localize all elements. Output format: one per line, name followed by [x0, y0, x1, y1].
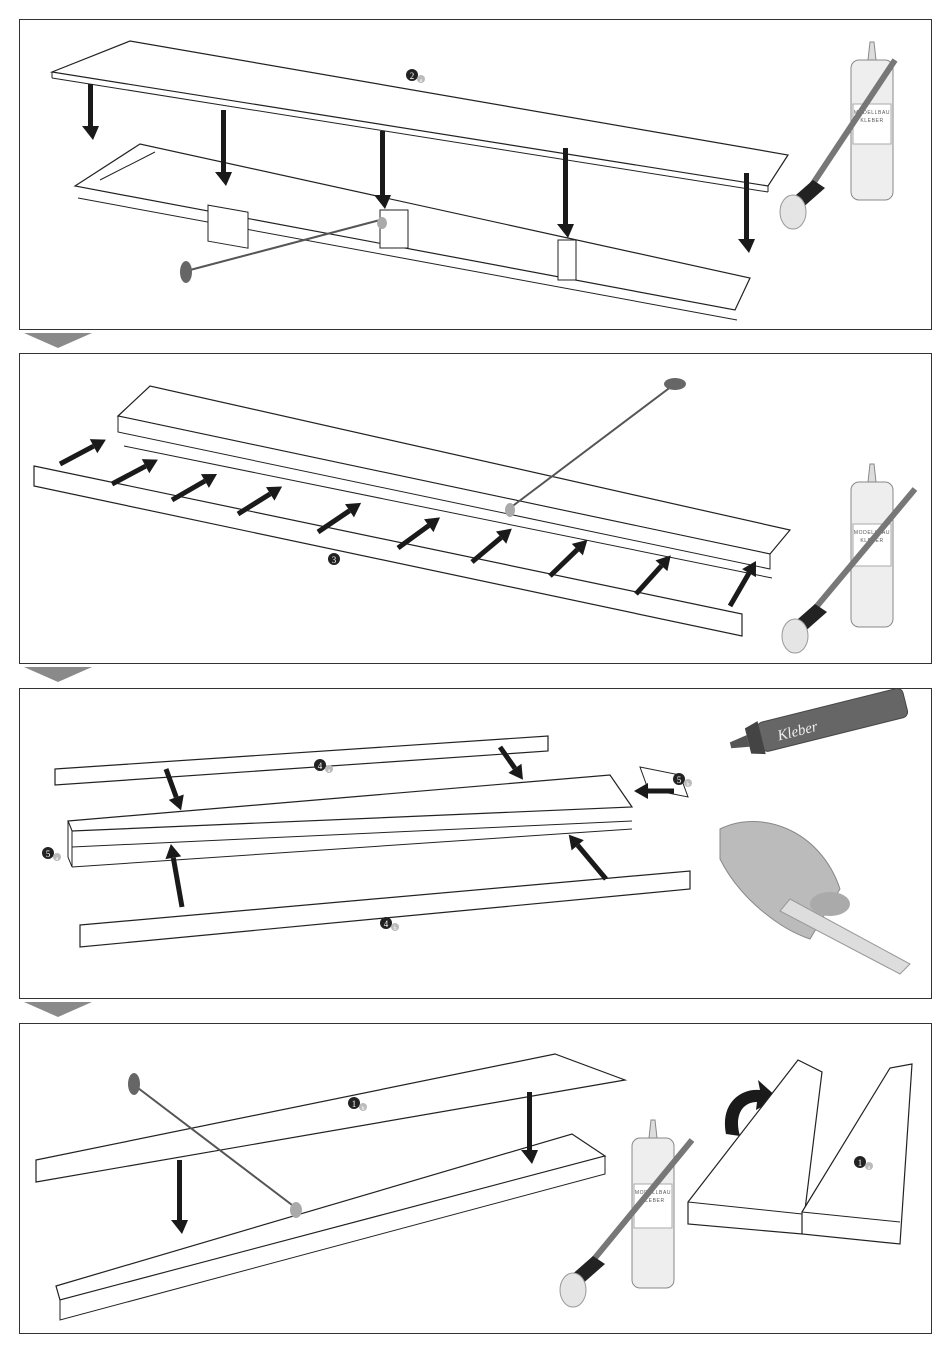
step-panel-1: 2 a MODELLBAU KLEBER: [19, 19, 932, 330]
hand-applying-icon: [720, 822, 910, 975]
step-panel-4: 1 b MODELLBAU KLEBER 1 a: [19, 1023, 932, 1334]
glue-tube-icon: Kleber: [726, 689, 909, 762]
step-divider-arrow: [24, 333, 92, 348]
step-panel-3: 4 a 4 b 5 a 5 b Kleber: [19, 688, 932, 999]
step-3-illustration: 3 MODELLBAU KLEBER: [20, 354, 933, 665]
svg-text:a: a: [868, 1165, 871, 1171]
box-top: [118, 386, 790, 554]
svg-text:5: 5: [677, 775, 682, 785]
svg-text:1: 1: [352, 1099, 357, 1109]
svg-text:4: 4: [318, 761, 323, 771]
step-panel-2: 3 MODELLBAU KLEBER: [19, 353, 932, 664]
svg-text:4: 4: [384, 919, 389, 929]
svg-text:5: 5: [46, 849, 51, 859]
strip-4b: [80, 871, 690, 947]
svg-text:KLEBER: KLEBER: [860, 118, 883, 124]
svg-text:1: 1: [858, 1158, 863, 1168]
svg-text:a: a: [328, 768, 331, 774]
step-4-5-illustration: 4 a 4 b 5 a 5 b Kleber: [20, 689, 933, 1000]
svg-text:MODELLBAU: MODELLBAU: [854, 530, 890, 536]
svg-text:2: 2: [410, 71, 415, 81]
svg-text:b: b: [362, 1106, 365, 1112]
step-divider-arrow: [24, 1002, 92, 1017]
brush-icon: [782, 489, 915, 653]
svg-text:b: b: [394, 926, 397, 932]
step-1-illustration: 1 b MODELLBAU KLEBER 1 a: [20, 1024, 933, 1335]
step-divider-arrow: [24, 667, 92, 682]
glue-bottle-icon: MODELLBAU KLEBER: [851, 464, 893, 627]
box-top: [68, 775, 632, 831]
svg-text:3: 3: [332, 555, 337, 565]
strip-4a: [55, 736, 548, 785]
side-wall: [34, 466, 742, 636]
svg-text:b: b: [687, 782, 690, 788]
svg-text:a: a: [56, 856, 59, 862]
box-front: [118, 416, 770, 569]
svg-text:a: a: [420, 78, 423, 84]
bottom-frame: [75, 144, 750, 310]
wing-half-flipped: [688, 1060, 822, 1234]
step-2-illustration: 2 a MODELLBAU KLEBER: [20, 20, 933, 331]
